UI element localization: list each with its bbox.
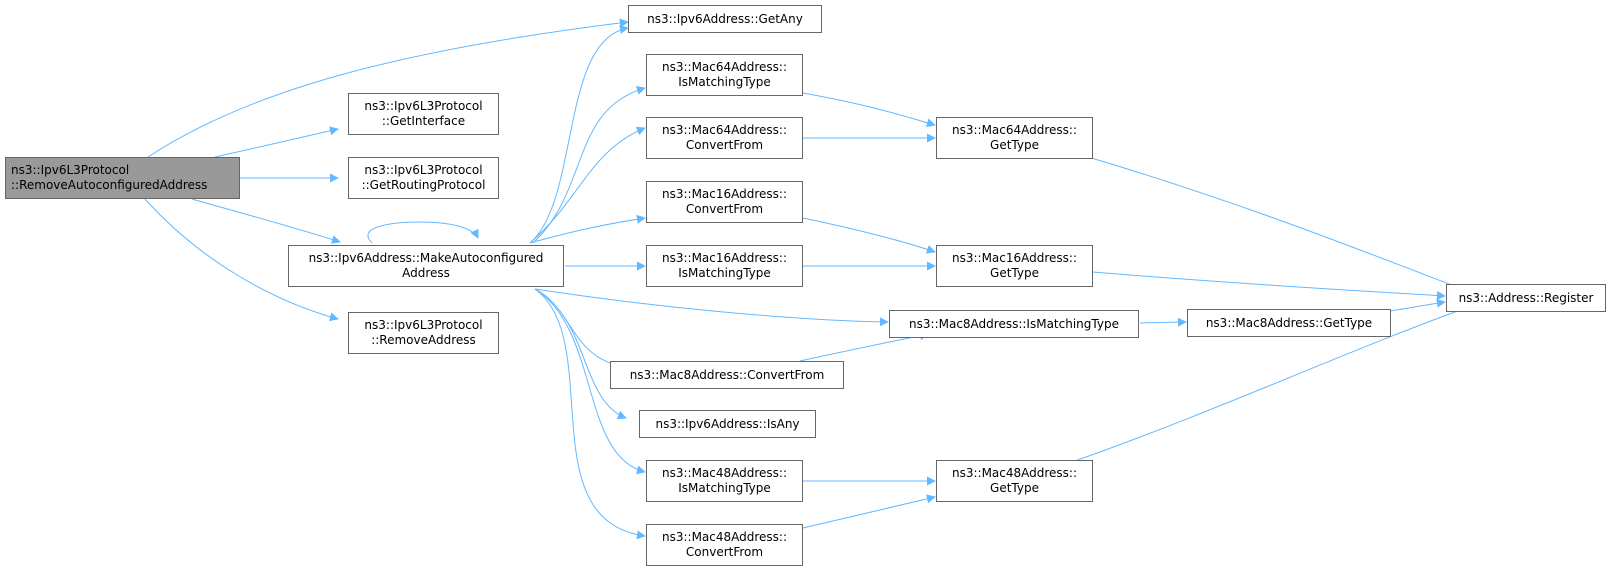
node-label-line2: Address [402,266,450,280]
edge-mac8ismatch-mac8gettype [1139,317,1187,327]
node-label-line2: IsMatchingType [678,481,771,495]
node-label-line1: ns3::Mac8Address::IsMatchingType [909,316,1119,331]
node-label-line2: IsMatchingType [678,75,771,89]
node-mac16address-gettype[interactable]: ns3::Mac16Address:: GetType [936,245,1093,287]
node-label-line1: ns3::Mac48Address:: [661,530,788,544]
edge-makeautoconf-mac16convert [529,214,646,244]
node-mac48address-gettype[interactable]: ns3::Mac48Address:: GetType [936,460,1093,502]
node-label-line1: ns3::Mac8Address::GetType [1205,315,1373,330]
edge-root-makeautoconf [191,198,341,244]
node-ipv6l3protocol-getinterface[interactable]: ns3::Ipv6L3Protocol ::GetInterface [348,93,499,135]
node-label-line2: GetType [990,481,1039,495]
node-ipv6l3protocol-removeaddress[interactable]: ns3::Ipv6L3Protocol ::RemoveAddress [348,312,499,354]
edge-makeautoconf-mac48convert [534,288,646,540]
node-mac64address-ismatchingtype[interactable]: ns3::Mac64Address:: IsMatchingType [646,54,803,96]
node-label-line1: ns3::Address::Register [1458,290,1594,305]
edge-mac8gettype-register [1389,298,1446,312]
node-label-line2: ConvertFrom [685,138,764,152]
node-mac64address-gettype[interactable]: ns3::Mac64Address:: GetType [936,117,1093,159]
edge-mac64ismatch-gettype [802,92,936,128]
node-label-line2: ::RemoveAutoconfiguredAddress [11,178,208,192]
node-mac16address-ismatchingtype[interactable]: ns3::Mac16Address:: IsMatchingType [646,245,803,287]
node-label-line1: ns3::Ipv6L3Protocol [11,163,130,177]
node-mac48address-ismatchingtype[interactable]: ns3::Mac48Address:: IsMatchingType [646,460,803,502]
edge-mac8convert-mac8ismatch [799,331,929,362]
node-label-line1: ns3::Ipv6Address::IsAny [655,416,800,431]
node-ipv6address-makeautoconfiguredaddress[interactable]: ns3::Ipv6Address::MakeAutoconfigured Add… [288,245,564,287]
node-label-line1: ns3::Mac64Address:: [661,60,788,74]
node-mac64address-convertfrom[interactable]: ns3::Mac64Address:: ConvertFrom [646,117,803,159]
node-mac8address-convertfrom[interactable]: ns3::Mac8Address::ConvertFrom [610,361,844,389]
node-ipv6address-getany[interactable]: ns3::Ipv6Address::GetAny [628,5,822,33]
edge-mac64gettype-register [1087,156,1479,297]
edge-mac16gettype-register [1092,271,1446,300]
node-label-line1: ns3::Mac8Address::ConvertFrom [629,367,825,382]
node-ipv6l3protocol-getroutingprotocol[interactable]: ns3::Ipv6L3Protocol ::GetRoutingProtocol [348,157,499,199]
edge-mac48gettype-register [1071,301,1481,463]
node-mac8address-gettype[interactable]: ns3::Mac8Address::GetType [1187,309,1391,337]
node-address-register[interactable]: ns3::Address::Register [1446,284,1606,312]
edge-makeautoconf-mac8ismatch [534,288,889,327]
node-label-line2: GetType [990,266,1039,280]
edge-mac48convert-gettype [802,494,936,529]
node-label-line1: ns3::Mac16Address:: [661,251,788,265]
node-ipv6address-isany[interactable]: ns3::Ipv6Address::IsAny [639,410,816,438]
node-label-line1: ns3::Mac48Address:: [661,466,788,480]
node-label-line2: IsMatchingType [678,266,771,280]
edge-makeautoconf-ipv6isany [534,288,627,420]
node-label-line2: ConvertFrom [685,545,764,559]
node-label-line1: ns3::Ipv6Address::MakeAutoconfigured [308,251,544,265]
node-label-line1: ns3::Ipv6L3Protocol [364,318,483,332]
node-label-line1: ns3::Mac48Address:: [951,466,1078,480]
node-mac8address-ismatchingtype[interactable]: ns3::Mac8Address::IsMatchingType [889,310,1139,338]
edge-root-getinterface [214,126,339,158]
node-mac16address-convertfrom[interactable]: ns3::Mac16Address:: ConvertFrom [646,181,803,223]
edge-mac16convert-gettype [802,217,936,254]
edge-makeautoconf-self [367,221,479,244]
node-label-line2: ::GetInterface [381,114,466,128]
node-label-line1: ns3::Mac16Address:: [951,251,1078,265]
node-label-line2: GetType [990,138,1039,152]
node-mac48address-convertfrom[interactable]: ns3::Mac48Address:: ConvertFrom [646,524,803,566]
node-label-line1: ns3::Mac64Address:: [661,123,788,137]
node-label-line2: ::RemoveAddress [371,333,476,347]
node-label-line1: ns3::Mac16Address:: [661,187,788,201]
edge-makeautoconf-getany [529,24,629,244]
node-label-line1: ns3::Ipv6L3Protocol [364,99,483,113]
edge-makeautoconf-mac48ismatch [534,288,646,475]
edge-root-removeaddress [144,198,339,322]
node-label-line2: ::GetRoutingProtocol [361,178,486,192]
node-label-line1: ns3::Ipv6L3Protocol [364,163,483,177]
node-label-line1: ns3::Mac64Address:: [951,123,1078,137]
node-label-line2: ConvertFrom [685,202,764,216]
edge-root-getany [147,18,629,158]
node-label-line1: ns3::Ipv6Address::GetAny [647,11,803,26]
edge-makeautoconf-mac64ismatch [532,85,646,244]
node-remove-autoconfigured-address[interactable]: ns3::Ipv6L3Protocol ::RemoveAutoconfigur… [5,157,240,199]
edge-makeautoconf-mac64convert [529,126,646,244]
